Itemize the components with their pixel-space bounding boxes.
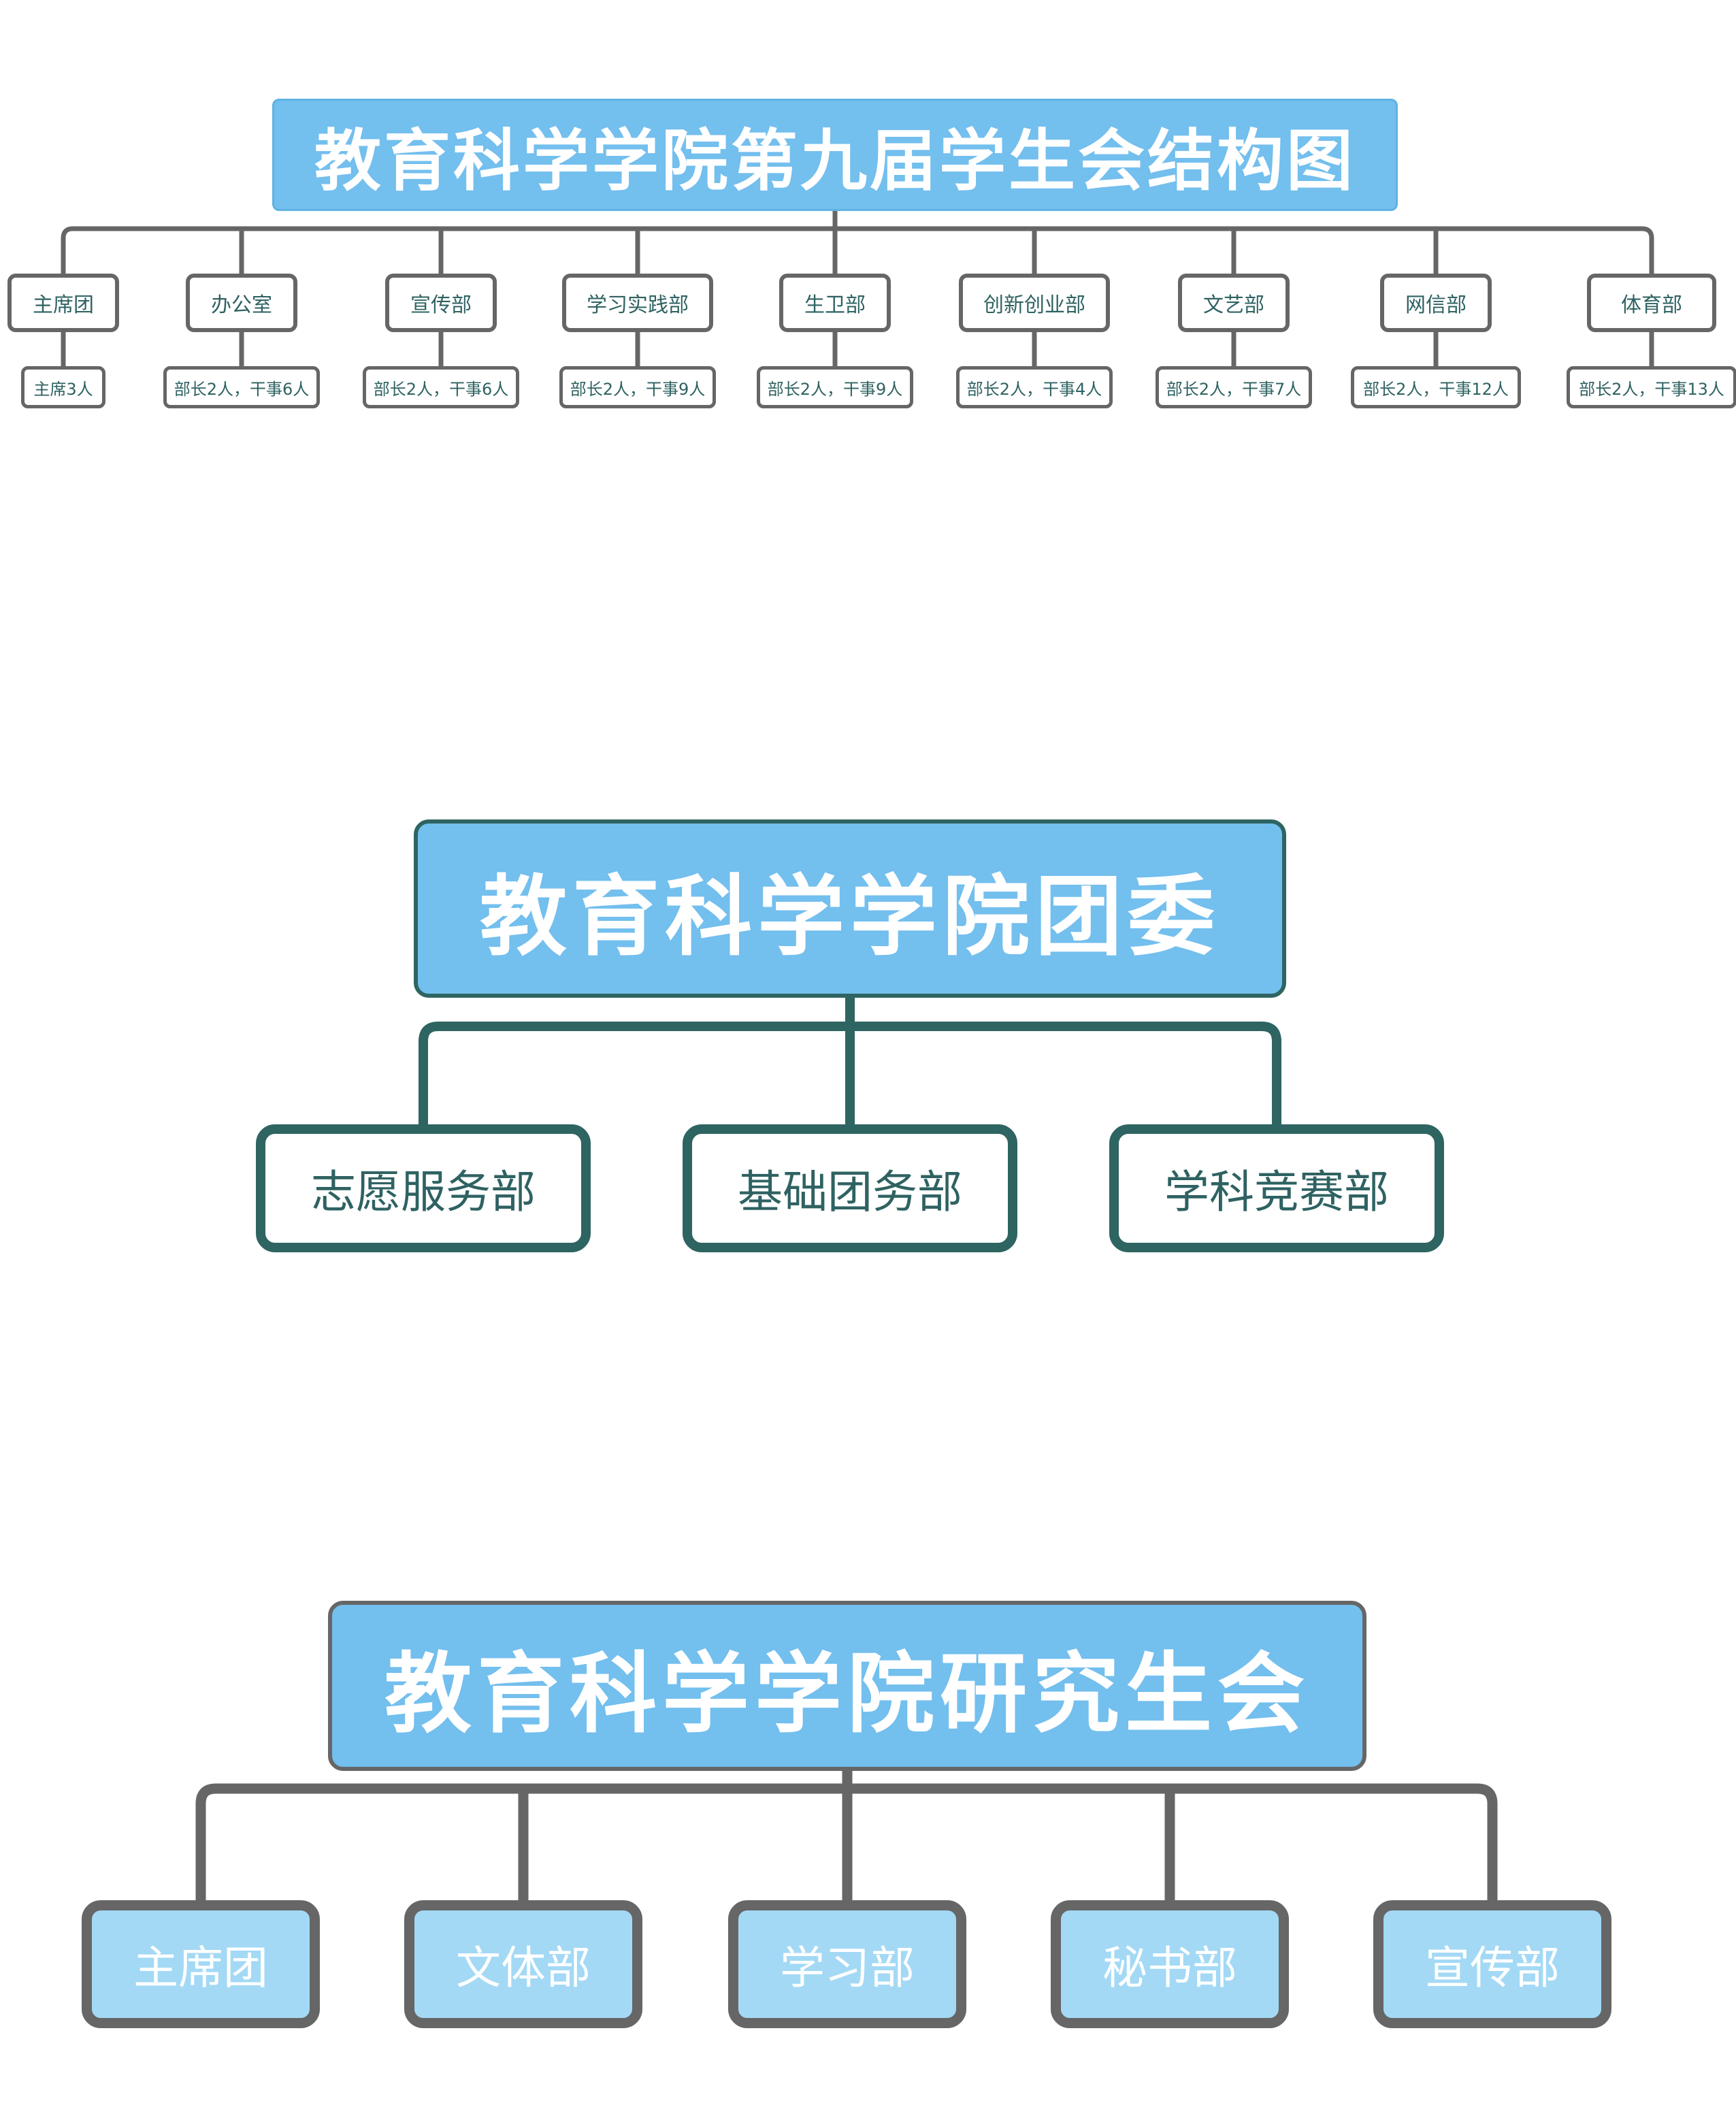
dept-node-study: 学习部 [728,1900,966,2028]
dept-node-publicity: 宣传部 [1373,1900,1611,2028]
dept-node-arts: 文艺部 [1178,274,1290,332]
dept-node-sports: 体育部 [1587,274,1716,332]
chart-title: 教育科学学院研究生会 [328,1601,1366,1771]
dept-node-presidium: 主席团 [7,274,119,332]
connector-lines [419,993,1281,1129]
count-node-innovation: 部长2人，干事4人 [956,366,1113,408]
chart-title: 教育科学学院团委 [414,819,1286,998]
dept-node-publicity: 宣传部 [385,274,497,332]
dept-node-office: 办公室 [186,274,297,332]
dept-node-presidium: 主席团 [82,1900,320,2028]
count-node-learning-practice: 部长2人，干事9人 [559,366,716,408]
count-node-presidium: 主席3人 [21,366,105,408]
dept-node-secretariat: 秘书部 [1051,1900,1289,2028]
count-node-arts: 部长2人，干事7人 [1156,366,1312,408]
count-node-sports: 部长2人，干事13人 [1567,366,1736,408]
count-node-health: 部长2人，干事9人 [757,366,913,408]
count-node-publicity: 部长2人，干事6人 [363,366,519,408]
count-node-network: 部长2人，干事12人 [1351,366,1521,408]
dept-node-health: 生卫部 [779,274,891,332]
dept-node-network: 网信部 [1380,274,1492,332]
connector-lines [61,208,1654,369]
dept-node-basic-league-affairs: 基础团务部 [683,1124,1017,1252]
dept-node-culture-sports: 文体部 [404,1900,642,2028]
chart-title: 教育科学学院第九届学生会结构图 [272,99,1398,211]
dept-node-academic-competition: 学科竞赛部 [1109,1124,1444,1252]
connector-lines [195,1765,1498,1906]
count-node-office: 部长2人，干事6人 [163,366,320,408]
youth-league-org-chart: 教育科学学院团委 志愿服务部 基础团务部 学科竞赛部 [0,810,1736,1286]
graduate-union-org-chart: 教育科学学院研究生会 主席团 文体部 学习部 秘书部 宣传部 [0,1593,1736,2035]
dept-node-learning-practice: 学习实践部 [562,274,713,332]
student-union-org-chart: 教育科学学院第九届学生会结构图 主席团 办公室 宣传部 学习实践部 生卫部 创新… [0,0,1736,436]
dept-node-volunteer-service: 志愿服务部 [256,1124,591,1252]
dept-node-innovation: 创新创业部 [959,274,1110,332]
